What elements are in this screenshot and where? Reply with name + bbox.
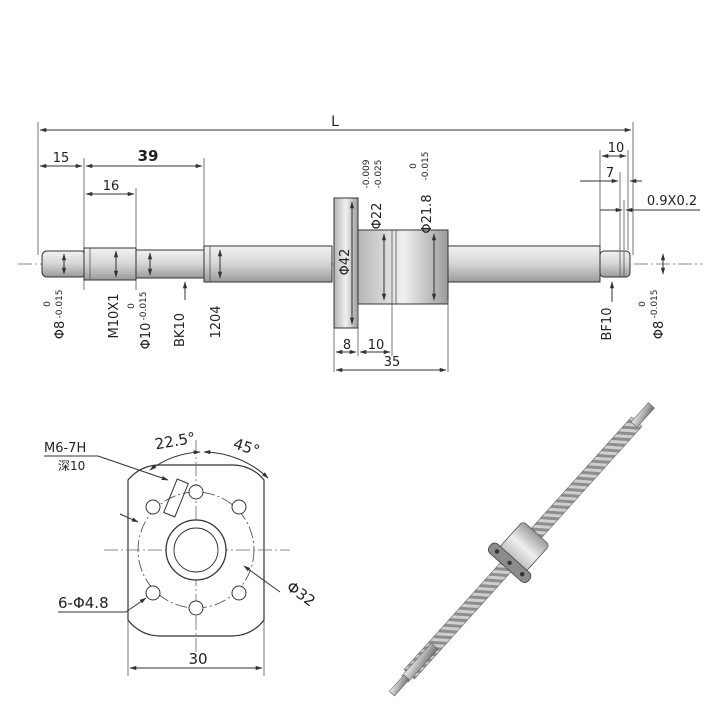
nut-dia-tol-lo: -0.025 (374, 159, 384, 188)
holes-leader-arrow (125, 597, 147, 613)
inner-bore (173, 527, 219, 573)
screw-shaft-left (203, 245, 333, 283)
left-end-tol-lo: -0.015 (55, 289, 65, 318)
front-view: 22.5° 45° M6-7H 深10 6-Φ4.8 Φ32 30 (44, 429, 319, 676)
left-pointer (119, 513, 139, 523)
groove-dia-tol-lo: -0.015 (421, 151, 431, 180)
mounting-hole (145, 499, 161, 515)
pcd-label: Φ32 (283, 578, 319, 611)
center-bore (165, 519, 227, 581)
nut-dia-label: Φ22 (370, 203, 385, 230)
bk-label: BK10 (173, 313, 188, 347)
mounting-hole (231, 499, 247, 515)
left-end-dia-label: Φ8 (53, 321, 68, 340)
rod-tip (388, 674, 410, 697)
mounting-hole (188, 600, 204, 616)
bf-label: BF10 (600, 308, 615, 341)
tap-leader-arrow (97, 455, 169, 481)
screw-label: 1204 (209, 305, 224, 338)
tap-label: M6-7H (44, 441, 86, 456)
dim-8-label: 8 (343, 338, 351, 353)
pcd-leader (243, 565, 281, 593)
bearing-seat-tol-up: 0 (127, 303, 137, 309)
dim-7-label: 7 (606, 166, 614, 181)
angle-arc-small (149, 450, 201, 471)
dim-L-label: L (331, 114, 339, 130)
photo-flange-hole (520, 572, 525, 577)
thread-label: M10X1 (107, 294, 122, 339)
depth-label: 深10 (58, 459, 85, 473)
bearing-seat (135, 249, 205, 279)
angle-small-label: 22.5° (153, 429, 196, 454)
right-end-dia-label: Φ8 (652, 321, 667, 340)
mounting-hole (188, 484, 204, 500)
left-end-tol-up: 0 (43, 301, 53, 307)
dim-16-label: 16 (103, 179, 120, 194)
dim-39-label: 39 (138, 147, 159, 165)
right-end-tol-up: 0 (638, 301, 648, 307)
rod-plain-end-top (630, 402, 655, 428)
dim-15-label: 15 (53, 151, 70, 166)
mounting-hole (145, 585, 161, 601)
flange-dia-label: Φ42 (338, 249, 353, 276)
mounting-hole (231, 585, 247, 601)
dim-35-label: 35 (384, 355, 401, 370)
groove-dia-tol-up: 0 (409, 163, 419, 169)
tapped-hole (163, 478, 189, 518)
angle-arc-large (203, 449, 269, 479)
side-view: L 15 39 16 10 7 0.9X0.2 (18, 114, 702, 373)
bearing-seat-tol-lo: -0.015 (139, 291, 149, 320)
bearing-seat-label: Φ10 (139, 323, 154, 350)
nut-dia-tol-up: -0.009 (362, 159, 372, 188)
dim-chamfer-label: 0.9X0.2 (647, 194, 697, 209)
dim-10-top-label: 10 (608, 141, 625, 156)
rod-plain-end (401, 642, 439, 683)
holes-label: 6-Φ4.8 (58, 594, 109, 612)
screw-shaft-right (447, 245, 601, 283)
photo-flange-hole (494, 549, 500, 554)
ball-screw-photo (388, 402, 655, 697)
right-end-tol-lo: -0.015 (650, 289, 660, 318)
right-end-journal (599, 250, 631, 278)
photo-flange-hole (507, 560, 512, 566)
groove-dia-label: Φ21.8 (420, 194, 435, 233)
angle-large-label: 45° (231, 435, 262, 460)
width-label: 30 (188, 650, 207, 668)
dim-10-bottom-label: 10 (368, 338, 385, 353)
thread-section (83, 247, 137, 281)
